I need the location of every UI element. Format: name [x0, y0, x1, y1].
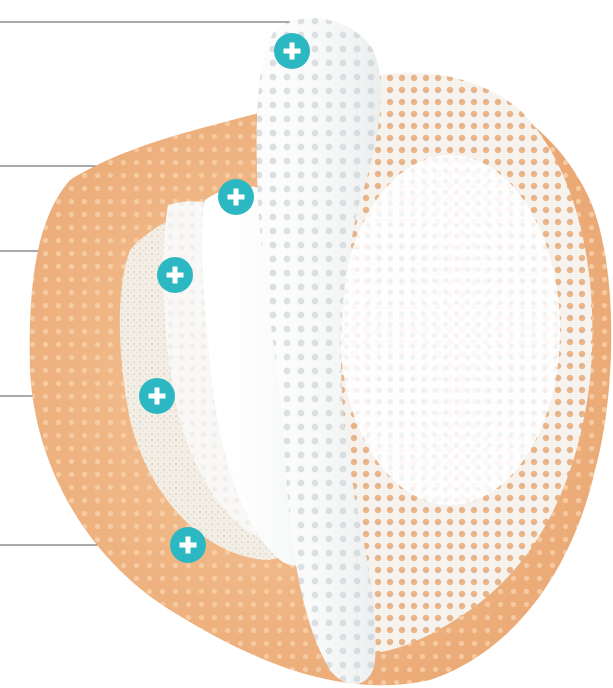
hotspot-3-plus-icon[interactable]: [157, 257, 193, 293]
leader-line-1: [0, 22, 292, 34]
hotspot-2-plus-icon[interactable]: [218, 179, 254, 215]
hotspot-5-plus-icon[interactable]: [170, 527, 206, 563]
hotspot-4-plus-icon[interactable]: [139, 378, 175, 414]
hotspot-1-plus-icon[interactable]: [274, 33, 310, 69]
